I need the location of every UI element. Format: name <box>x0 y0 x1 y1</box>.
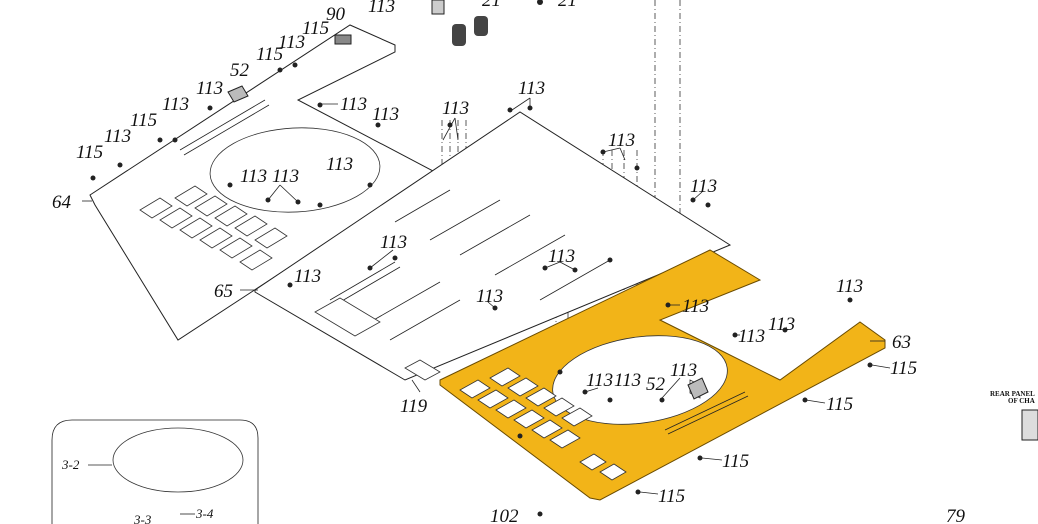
callout-65: 65 <box>214 281 233 302</box>
callout-115-e: 115 <box>890 358 917 379</box>
callout-113-i: 113 <box>240 166 267 187</box>
callout-52-a: 52 <box>230 60 250 81</box>
callout-113-x: 113 <box>614 370 641 391</box>
rear-panel-note-2: OF CHA <box>1008 397 1035 405</box>
rear-panel-inset: REAR PANEL OF CHA <box>990 390 1038 441</box>
pad-grid-left <box>139 185 288 271</box>
label-3-3: 3-3 <box>133 512 152 524</box>
callout-leaders <box>82 97 891 495</box>
switch-part-90 <box>334 34 352 45</box>
callout-52-b: 52 <box>646 374 666 395</box>
callout-115-c: 115 <box>256 44 283 65</box>
callout-113-m: 113 <box>608 130 635 151</box>
callout-113-g: 113 <box>372 104 399 125</box>
label-3-2: 3-2 <box>61 457 80 472</box>
callout-102: 102 <box>490 506 519 524</box>
callout-113-w: 113 <box>586 370 613 391</box>
fader-knob-52-left <box>227 85 249 103</box>
pad-grid-plate <box>459 367 627 481</box>
callout-115-a: 115 <box>76 142 103 163</box>
callout-115-f: 115 <box>826 394 853 415</box>
callout-64: 64 <box>52 192 72 213</box>
callout-113-j: 113 <box>272 166 299 187</box>
fader-knob-52-right <box>687 377 709 400</box>
callout-113-h: 113 <box>326 154 353 175</box>
callout-113-v: 113 <box>836 276 863 297</box>
callout-119: 119 <box>400 396 428 417</box>
callout-113-r: 113 <box>476 286 503 307</box>
callout-63: 63 <box>892 332 911 353</box>
callout-79: 79 <box>946 506 966 524</box>
callout-113-e: 113 <box>368 0 395 17</box>
callout-115-g: 115 <box>722 451 749 472</box>
callout-115-h: 115 <box>658 486 685 507</box>
callout-113-n: 113 <box>690 176 717 197</box>
callout-113-f: 113 <box>340 94 367 115</box>
callout-115-d: 115 <box>302 18 329 39</box>
callout-113-p: 113 <box>294 266 321 287</box>
top-panel-64 <box>89 24 436 341</box>
knob-parts-21 <box>431 0 543 46</box>
fader-slots-middle <box>329 189 611 341</box>
callout-90: 90 <box>326 4 346 25</box>
callout-113-u: 113 <box>768 314 795 335</box>
rear-panel-note-1: REAR PANEL <box>990 390 1035 398</box>
callout-113-q: 113 <box>548 246 575 267</box>
callout-113-b: 113 <box>162 94 189 115</box>
callout-113-t: 113 <box>738 326 765 347</box>
callout-labels: 115 113 115 113 113 52 115 113 115 90 11… <box>52 0 966 524</box>
callout-113-s: 113 <box>682 296 709 317</box>
callout-113-l: 113 <box>518 78 545 99</box>
callout-113-o: 113 <box>380 232 407 253</box>
callout-113-y: 113 <box>670 360 697 381</box>
callout-113-d: 113 <box>278 32 305 53</box>
callout-113-k: 113 <box>442 98 469 119</box>
detail-inset-box: 3-2 3-4 3-3 <box>51 419 259 524</box>
callout-113-a: 113 <box>104 126 131 147</box>
bottom-plate-63 <box>439 249 886 501</box>
callout-115-b: 115 <box>130 110 157 131</box>
callout-21-a: 21 <box>482 0 501 11</box>
callout-21-b: 21 <box>558 0 577 11</box>
callout-113-c: 113 <box>196 78 223 99</box>
middle-panel-65 <box>254 111 732 381</box>
label-3-4: 3-4 <box>195 506 214 521</box>
